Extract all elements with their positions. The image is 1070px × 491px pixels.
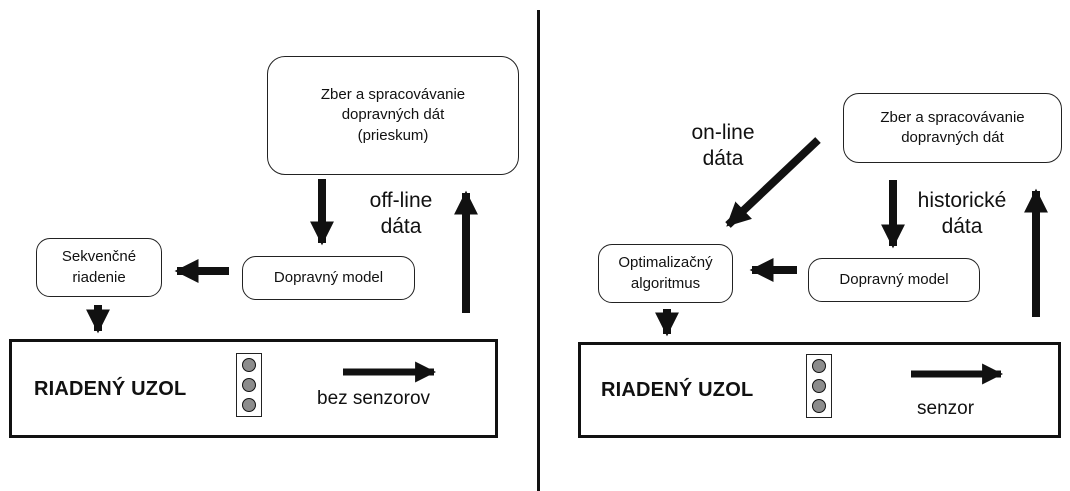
data-collection-box-right: Zber a spracovávanie dopravných dát bbox=[843, 93, 1062, 163]
traffic-model-label-left: Dopravný model bbox=[273, 268, 384, 286]
data-collection-line-3: (prieskum) bbox=[357, 126, 429, 144]
traffic-model-label-right: Dopravný model bbox=[839, 270, 949, 288]
traffic-model-box-left: Dopravný model bbox=[242, 256, 415, 300]
online-data-label-line-2: dáta bbox=[702, 147, 744, 171]
historical-data-label-line-2: dáta bbox=[941, 215, 983, 239]
traffic-light-right bbox=[806, 354, 832, 418]
data-collection-box-left: Zber a spracovávanie dopravných dát (pri… bbox=[267, 56, 519, 175]
traffic-model-box-right: Dopravný model bbox=[808, 258, 980, 302]
optimization-line-1: Optimalizačný bbox=[618, 254, 713, 272]
panel-divider bbox=[537, 10, 540, 491]
traffic-light-left bbox=[236, 353, 262, 417]
traffic-lamp-top bbox=[812, 359, 826, 373]
traffic-lamp-middle bbox=[812, 379, 826, 393]
optimization-line-2: algoritmus bbox=[630, 274, 701, 292]
traffic-lamp-bottom bbox=[812, 399, 826, 413]
historical-data-label-line-1: historické bbox=[917, 189, 1007, 212]
data-collection-right-line-2: dopravných dát bbox=[901, 129, 1004, 146]
sequential-control-box: Sekvenčné riadenie bbox=[36, 238, 162, 297]
online-data-label-line-1: on-line bbox=[691, 121, 755, 144]
no-sensor-label: bez senzorov bbox=[317, 388, 431, 409]
data-collection-line-2: dopravných dát bbox=[341, 106, 445, 124]
traffic-lamp-middle bbox=[242, 378, 256, 392]
sequential-control-line-2: riadenie bbox=[72, 268, 126, 286]
sequential-control-line-1: Sekvenčné bbox=[61, 248, 137, 266]
historical-data-label: historické dáta bbox=[906, 188, 1018, 241]
controlled-node-title-right: RIADENÝ UZOL bbox=[601, 379, 754, 401]
arrow-online-data bbox=[725, 137, 821, 228]
data-collection-line-1: Zber a spracovávanie bbox=[320, 86, 466, 104]
data-collection-right-line-1: Zber a spracovávanie bbox=[880, 108, 1025, 126]
offline-data-label-line-1: off-line bbox=[369, 189, 433, 212]
sensor-label: senzor bbox=[917, 398, 975, 419]
offline-data-label: off-line dáta bbox=[356, 188, 446, 241]
online-data-label: on-line dáta bbox=[678, 120, 768, 173]
offline-data-label-line-2: dáta bbox=[380, 215, 422, 239]
optimization-algorithm-box: Optimalizačný algoritmus bbox=[598, 244, 733, 303]
traffic-lamp-top bbox=[242, 358, 256, 372]
traffic-lamp-bottom bbox=[242, 398, 256, 412]
controlled-node-title-left: RIADENÝ UZOL bbox=[34, 378, 187, 400]
